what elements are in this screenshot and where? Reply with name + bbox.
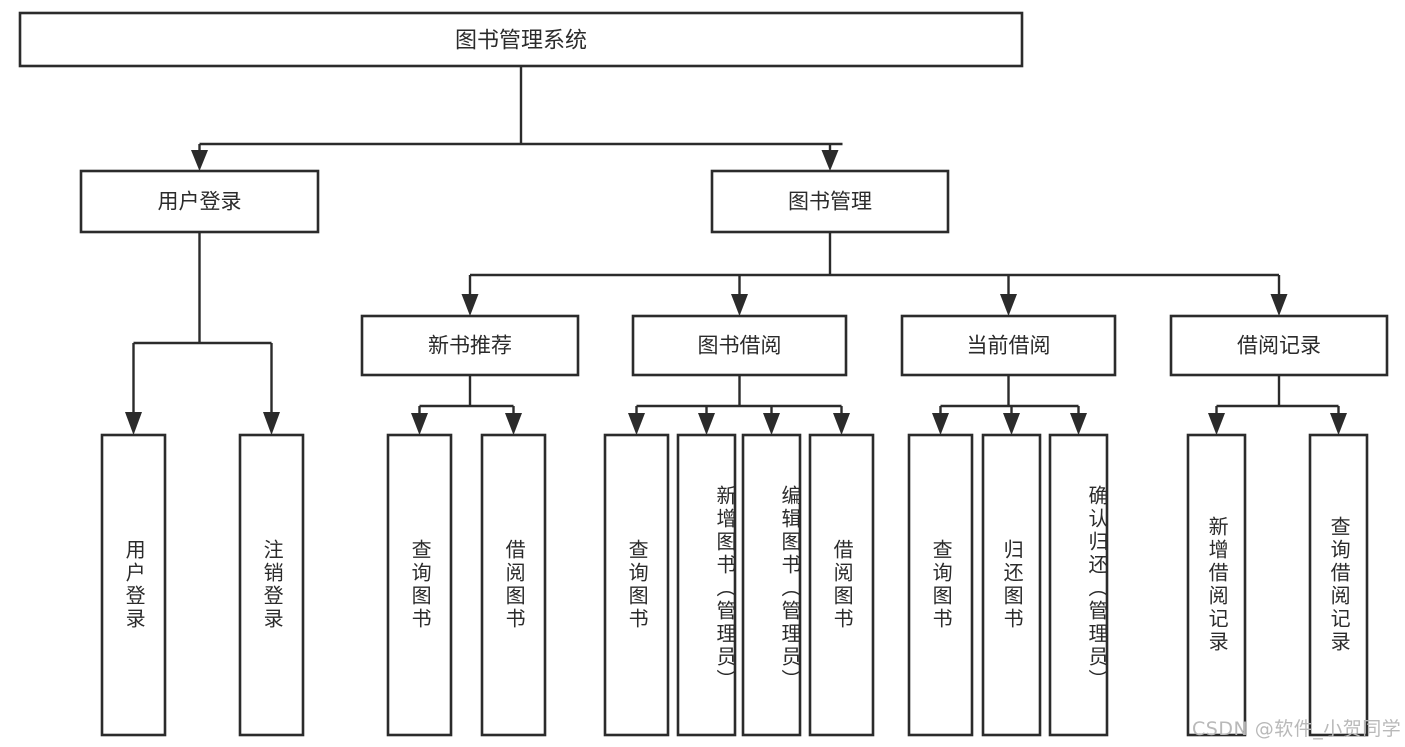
- node-leaf-query-book-3-box[interactable]: [907, 433, 974, 737]
- arrowhead-leaf-borrow-book-2: [833, 413, 850, 435]
- node-borrow-record-box[interactable]: [1169, 314, 1389, 377]
- node-book-manage-box[interactable]: [710, 169, 950, 234]
- arrowhead-leaf-query-book-2: [628, 413, 645, 435]
- arrowhead-book-borrow: [731, 294, 748, 316]
- arrowhead-borrow-record: [1270, 294, 1288, 316]
- node-leaf-query-borrow-record-box[interactable]: [1308, 433, 1369, 737]
- node-leaf-return-book-box[interactable]: [981, 433, 1042, 737]
- arrowhead-leaf-query-book-1: [411, 413, 428, 435]
- arrowhead-leaf-query-borrow-record: [1330, 413, 1347, 435]
- node-current-borrow-label: 当前借阅: [967, 334, 1051, 358]
- arrowhead-book-manage: [821, 150, 839, 171]
- node-book-borrow[interactable]: 图书借阅: [631, 314, 848, 377]
- node-root-box[interactable]: [18, 11, 1024, 68]
- node-book-manage-label: 图书管理: [788, 190, 872, 214]
- connector-group-borrow-record: [1208, 375, 1347, 435]
- arrowhead-leaf-logout: [263, 412, 280, 435]
- node-book-borrow-box[interactable]: [631, 314, 848, 377]
- node-leaf-borrow-book-2-box[interactable]: [808, 433, 875, 737]
- arrowhead-leaf-borrow-book-1: [505, 413, 522, 435]
- node-user-login-label: 用户登录: [158, 190, 242, 214]
- node-user-login[interactable]: 用户登录: [79, 169, 320, 234]
- connector-group-current-borrow: [932, 375, 1087, 435]
- node-book-manage[interactable]: 图书管理: [710, 169, 950, 234]
- connector-group-user-login: [125, 232, 280, 435]
- connector-group-book-manage: [461, 232, 1288, 316]
- arrowhead-leaf-return-book: [1003, 413, 1020, 435]
- arrowhead-leaf-user-login: [125, 412, 142, 435]
- node-current-borrow[interactable]: 当前借阅: [900, 314, 1117, 377]
- node-borrow-record[interactable]: 借阅记录: [1169, 314, 1389, 377]
- node-leaf-confirm-return-admin-box[interactable]: [1048, 433, 1109, 737]
- node-leaf-query-book-2-box[interactable]: [603, 433, 670, 737]
- node-book-borrow-label: 图书借阅: [698, 334, 782, 358]
- node-new-book-recommend[interactable]: 新书推荐: [360, 314, 580, 377]
- node-leaf-edit-book-admin-box[interactable]: [741, 433, 802, 737]
- arrowhead-user-login: [191, 150, 208, 171]
- node-leaf-borrow-book-1-box[interactable]: [480, 433, 547, 737]
- node-borrow-record-label: 借阅记录: [1237, 334, 1321, 358]
- csdn-watermark: CSDN @软件_小贺同学: [1192, 718, 1402, 740]
- node-leaf-query-book-1-box[interactable]: [386, 433, 453, 737]
- arrowhead-leaf-confirm-return-admin: [1070, 413, 1087, 435]
- arrowhead-leaf-add-book-admin: [698, 413, 715, 435]
- arrowhead-leaf-query-book-3: [932, 413, 949, 435]
- node-current-borrow-box[interactable]: [900, 314, 1117, 377]
- connector-group-new-book-recommend: [411, 375, 522, 435]
- node-leaf-user-login-box[interactable]: [100, 433, 167, 737]
- arrowhead-current-borrow: [1000, 294, 1017, 316]
- node-leaf-add-book-admin-box[interactable]: [676, 433, 737, 737]
- connector-group-book-borrow: [628, 375, 850, 435]
- arrowhead-leaf-edit-book-admin: [763, 413, 780, 435]
- node-root[interactable]: 图书管理系统: [18, 11, 1024, 68]
- node-user-login-box[interactable]: [79, 169, 320, 234]
- arrowhead-new-book-recommend: [461, 294, 479, 316]
- node-leaf-logout-box[interactable]: [238, 433, 305, 737]
- node-new-book-recommend-label: 新书推荐: [428, 334, 512, 358]
- node-leaf-add-borrow-record-box[interactable]: [1186, 433, 1247, 737]
- node-new-book-recommend-box[interactable]: [360, 314, 580, 377]
- connector-group-root: [191, 66, 843, 171]
- node-root-label: 图书管理系统: [455, 29, 587, 54]
- arrowhead-leaf-add-borrow-record: [1208, 413, 1225, 435]
